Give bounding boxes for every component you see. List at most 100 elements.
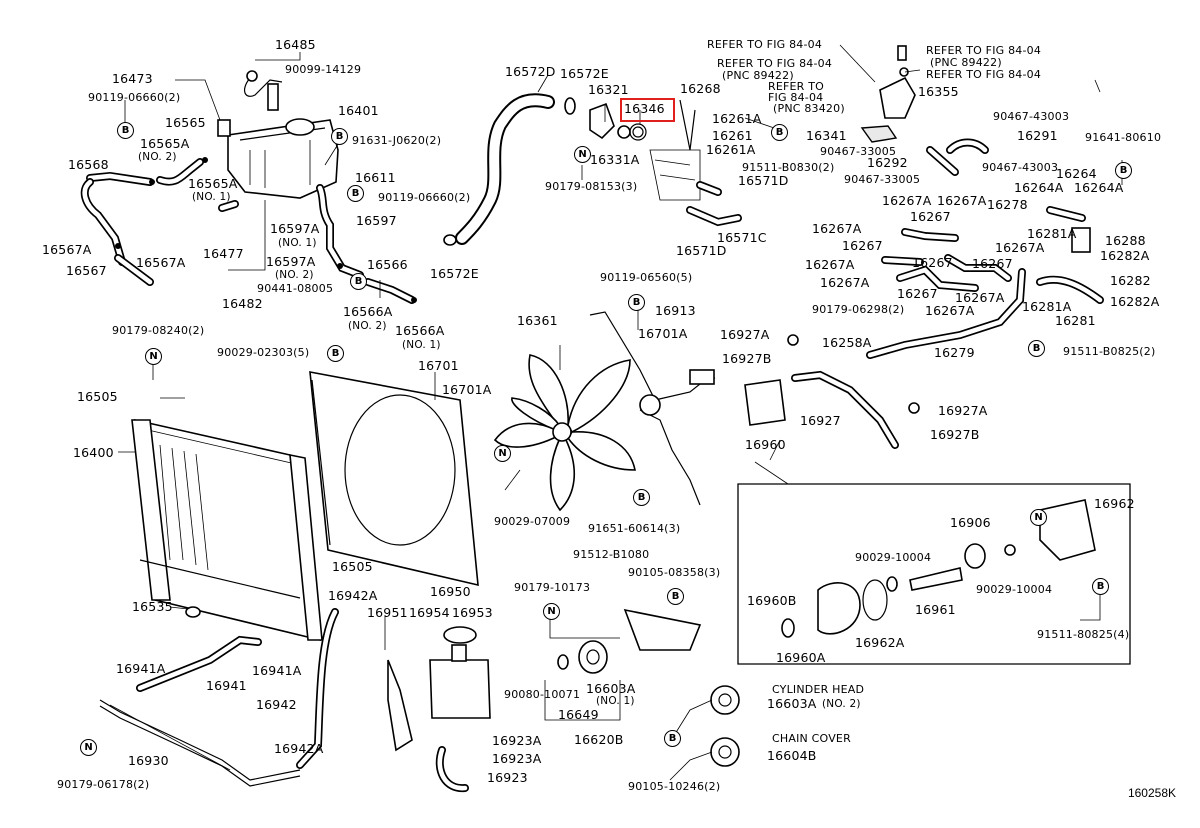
part-label: 90105-10246(2) — [628, 780, 721, 793]
part-label: 16535 — [132, 599, 173, 614]
part-label: 16321 — [588, 82, 629, 97]
part-label: 16567 — [66, 263, 107, 278]
part-label: 90441-08005 — [257, 282, 334, 295]
part-label: 16927B — [930, 427, 980, 442]
part-label: 16571D — [676, 243, 727, 258]
symbol-b: B — [667, 588, 684, 605]
symbol-n: N — [574, 146, 591, 163]
part-label: 90467-33005 — [820, 145, 897, 158]
part-label: 16264A — [1074, 180, 1124, 195]
part-label: 16604B — [767, 748, 817, 763]
part-label: 16566 — [367, 257, 408, 272]
radiator-16400 — [131, 418, 323, 642]
part-label: 16571D — [738, 173, 789, 188]
part-label: 16282 — [1110, 273, 1151, 288]
part-label: (NO. 1) — [596, 695, 635, 707]
part-label: 16281 — [1055, 313, 1096, 328]
hose-16565 — [156, 157, 239, 212]
symbol-n: N — [80, 739, 97, 756]
part-label: 16597A — [266, 254, 316, 269]
part-label: 16566A — [395, 323, 445, 338]
part-label: 90099-14129 — [285, 63, 362, 76]
part-label: 16962A — [855, 635, 905, 650]
part-label: 16281A — [1027, 226, 1077, 241]
part-label: (NO. 1) — [278, 237, 317, 249]
part-label: 90119-06560(5) — [600, 271, 693, 284]
symbol-b: B — [628, 294, 645, 311]
part-label: 90029-10004 — [855, 551, 932, 564]
part-label: 16282A — [1100, 248, 1150, 263]
part-label: 16279 — [934, 345, 975, 360]
figure-number: 160258K — [1127, 786, 1176, 800]
symbol-b: B — [331, 128, 348, 145]
part-label: 16485 — [275, 37, 316, 52]
part-label: 16267 — [897, 286, 938, 301]
part-label: 16603A — [767, 696, 817, 711]
part-label: 16267A — [805, 257, 855, 272]
part-label: 16264A — [1014, 180, 1064, 195]
part-label: 90179-06178(2) — [57, 778, 150, 791]
part-label: 16701A — [638, 326, 688, 341]
symbol-n: N — [145, 348, 162, 365]
part-label: 16649 — [558, 707, 599, 722]
part-label: 16261A — [706, 142, 756, 157]
part-label: 16267 — [972, 256, 1013, 271]
part-label: 16267 — [912, 255, 953, 270]
heater-pipes — [866, 206, 1104, 359]
part-label: 16960B — [747, 593, 797, 608]
reference-label: FIG 84-04 — [768, 91, 824, 104]
part-label: 91631-J0620(2) — [352, 134, 442, 147]
part-label: 16941 — [206, 678, 247, 693]
reference-label: REFER TO FIG 84-04 — [926, 68, 1042, 81]
part-label: 90119-06660(2) — [378, 191, 471, 204]
part-label: 16572D — [505, 64, 556, 79]
part-label: 16960 — [745, 437, 786, 452]
part-label: 16331A — [590, 152, 640, 167]
symbol-b: B — [633, 489, 650, 506]
part-label: (NO. 2) — [275, 269, 314, 281]
part-label: 16906 — [950, 515, 991, 530]
part-label: 16568 — [68, 157, 109, 172]
pump-16960 — [744, 334, 920, 449]
part-label: 16701 — [418, 358, 459, 373]
symbol-b: B — [664, 730, 681, 747]
part-label: 16355 — [918, 84, 959, 99]
detail-box — [737, 461, 1131, 665]
part-label: 16961 — [915, 602, 956, 617]
symbol-n: N — [543, 603, 560, 620]
part-label: 16361 — [517, 313, 558, 328]
symbol-b: B — [1092, 578, 1109, 595]
part-label: 16597 — [356, 213, 397, 228]
reference-label: (PNC 83420) — [773, 102, 845, 115]
part-label: 16567A — [42, 242, 92, 257]
part-label: 90029-10004 — [976, 583, 1053, 596]
cooling-fan-16361 — [493, 354, 636, 512]
hose-16568 — [80, 171, 155, 286]
part-label-highlighted: 16346 — [624, 101, 665, 116]
tensioner-assembly — [557, 608, 740, 767]
part-label: 91512-B1080 — [573, 548, 650, 561]
part-label: 16267A — [955, 290, 1005, 305]
part-label: 90179-06298(2) — [812, 303, 905, 316]
part-label: 16701A — [442, 382, 492, 397]
part-label: 16477 — [203, 246, 244, 261]
part-label: 16565 — [165, 115, 206, 130]
part-label: 16927 — [800, 413, 841, 428]
part-label: 16281A — [1022, 299, 1072, 314]
part-label: 16292 — [867, 155, 908, 170]
part-label: 16400 — [73, 445, 114, 460]
part-label: 16267 — [842, 238, 883, 253]
part-label: 90119-06660(2) — [88, 91, 181, 104]
part-label: 90467-33005 — [844, 173, 921, 186]
symbol-b: B — [117, 122, 134, 139]
part-label: 16954 — [409, 605, 450, 620]
shroud-16701 — [309, 371, 479, 587]
hose-16597 — [316, 184, 417, 304]
part-label: 16927A — [720, 327, 770, 342]
part-label: 16927B — [722, 351, 772, 366]
part-label: CHAIN COVER — [772, 732, 851, 745]
reference-label: REFER TO FIG 84-04 — [926, 44, 1042, 57]
part-label: 16482 — [222, 296, 263, 311]
part-label: 16566A — [343, 304, 393, 319]
